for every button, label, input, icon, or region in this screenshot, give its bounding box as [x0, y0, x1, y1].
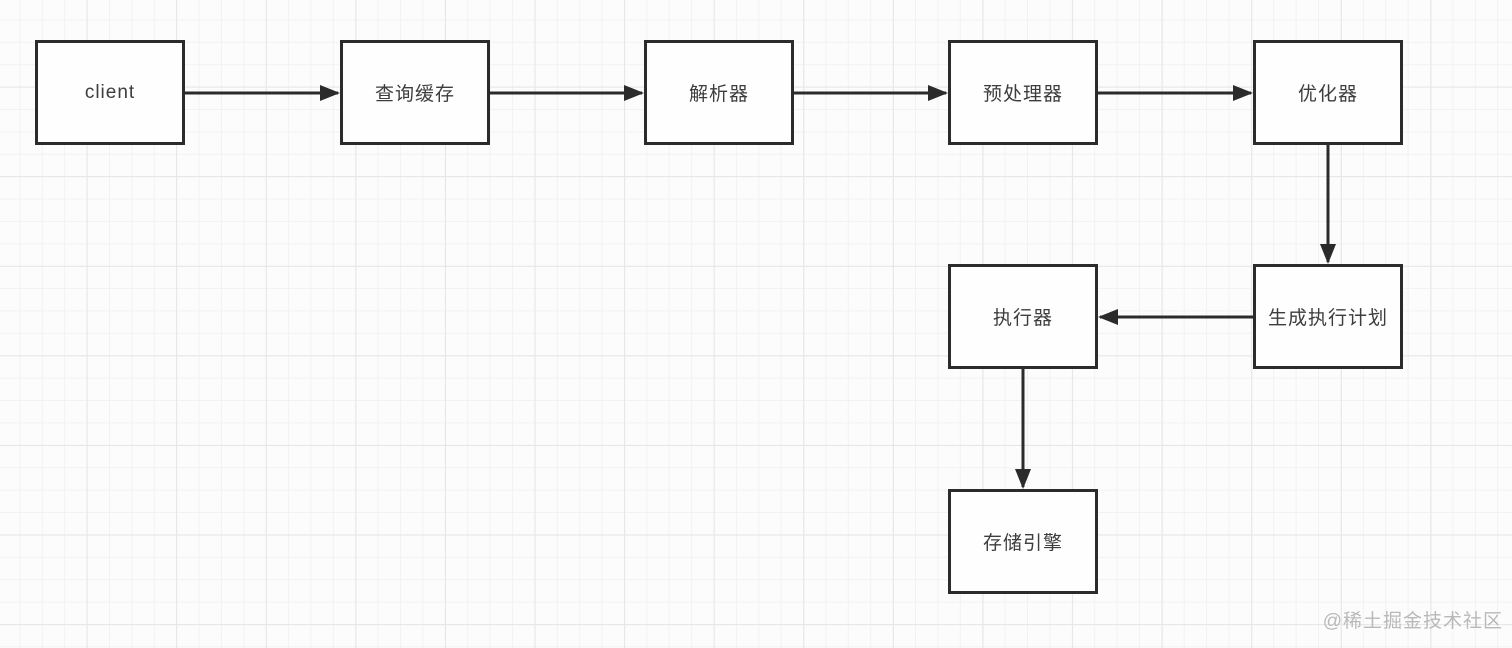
node-query-cache: 查询缓存	[340, 40, 490, 145]
node-storage-engine: 存储引擎	[948, 489, 1098, 594]
node-preprocessor: 预处理器	[948, 40, 1098, 145]
node-parser: 解析器	[644, 40, 794, 145]
node-optimizer-label: 优化器	[1297, 84, 1358, 105]
node-query-cache-label: 查询缓存	[374, 84, 455, 105]
node-exec-plan: 生成执行计划	[1253, 264, 1403, 369]
node-preprocessor-label: 预处理器	[982, 84, 1063, 105]
node-client-label: client	[84, 81, 136, 103]
node-optimizer: 优化器	[1253, 40, 1403, 145]
node-executor: 执行器	[948, 264, 1098, 369]
node-storage-engine-label: 存储引擎	[982, 533, 1063, 554]
watermark: @稀土掘金技术社区	[1322, 611, 1503, 632]
node-parser-label: 解析器	[688, 84, 749, 105]
node-client: client	[35, 40, 185, 145]
node-exec-plan-label: 生成执行计划	[1267, 308, 1388, 329]
node-executor-label: 执行器	[992, 308, 1053, 329]
